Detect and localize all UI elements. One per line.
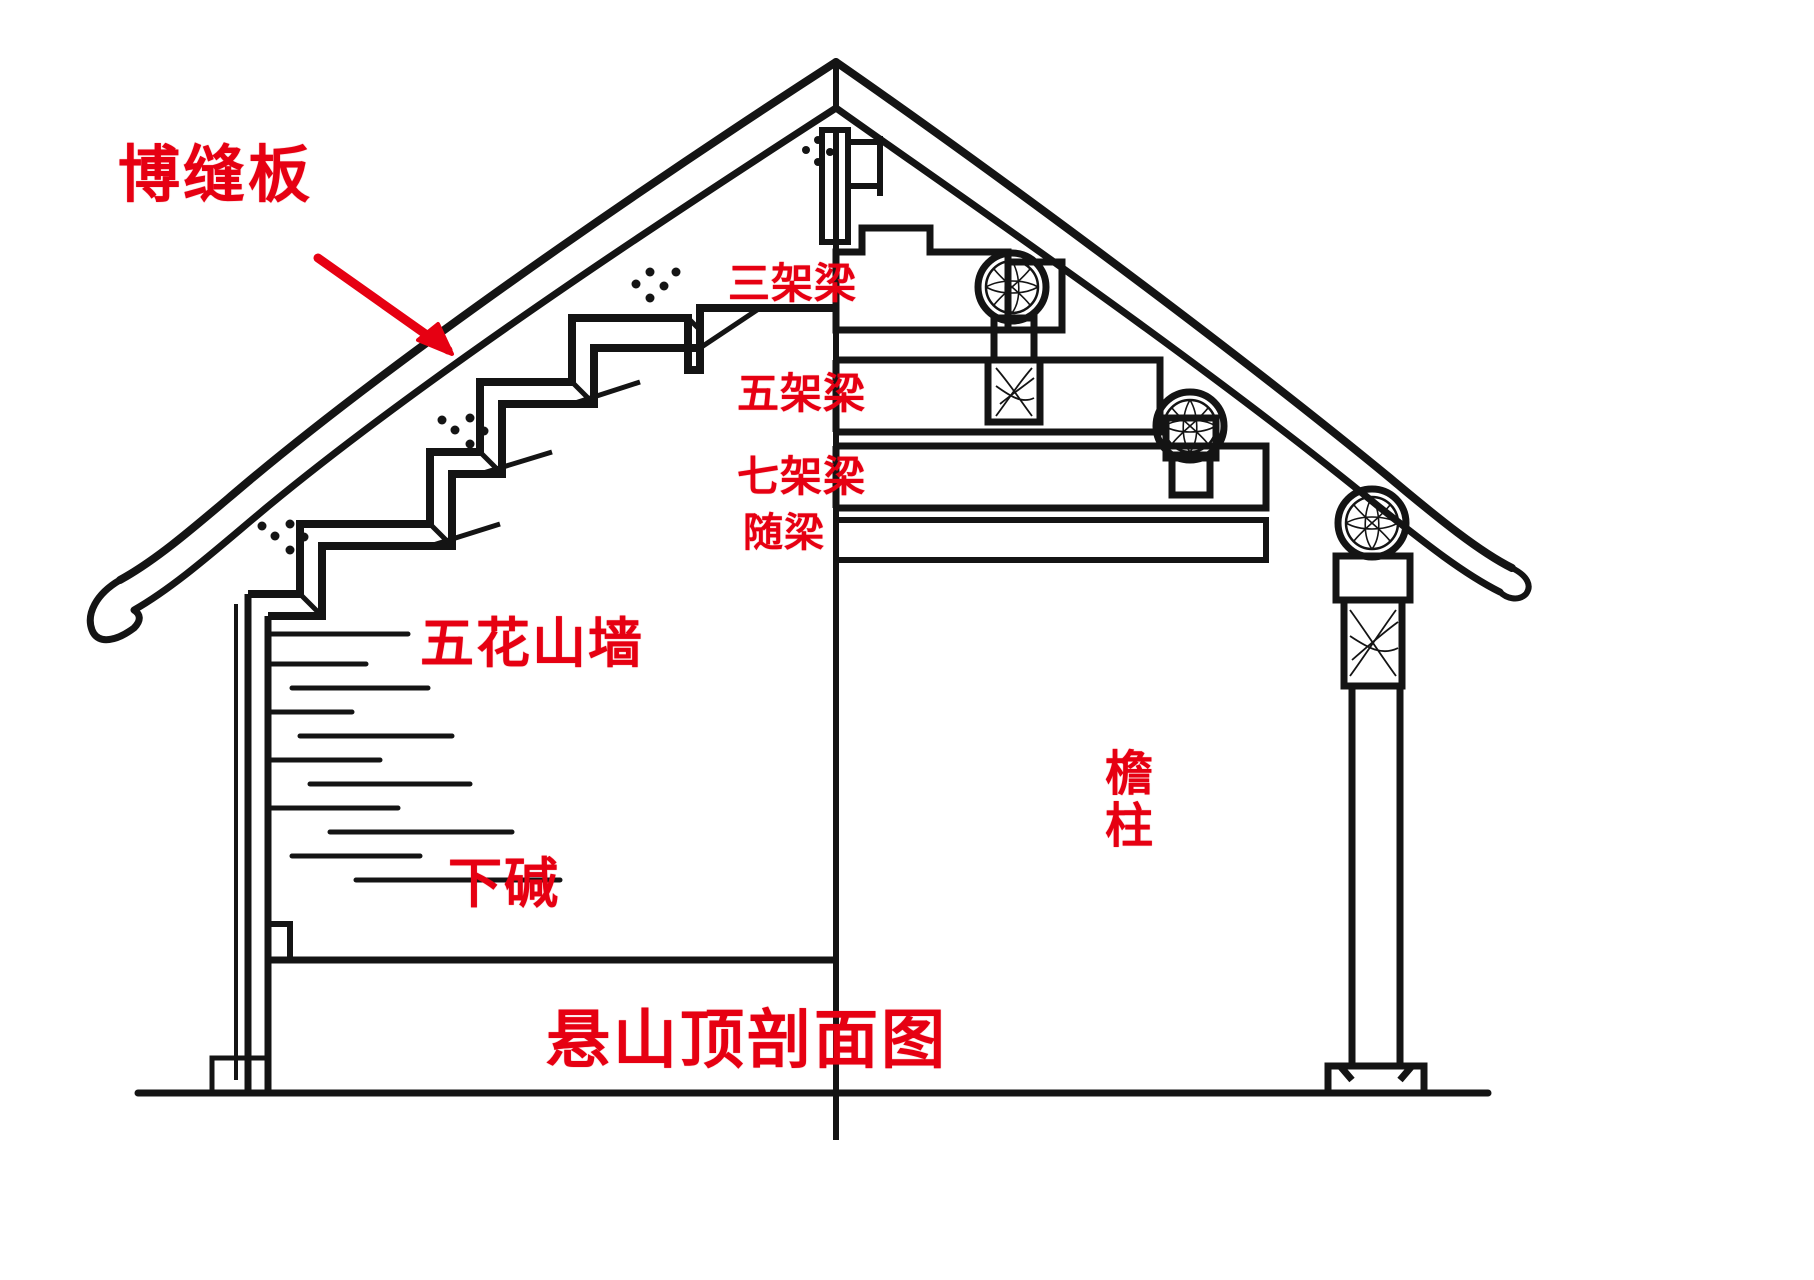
label-wuhuashanqiang: 五花山墙 xyxy=(420,612,644,675)
ridge-framing xyxy=(819,127,883,245)
label-yanzhu: 檐柱 xyxy=(1096,748,1152,852)
roof-assembly xyxy=(86,58,1532,644)
label-bofengban: 博缝板 xyxy=(118,138,314,211)
label-qijialiang: 七架梁 xyxy=(737,452,867,501)
label-sanjialiang: 三架梁 xyxy=(728,259,858,308)
eave-column xyxy=(1324,552,1428,1097)
label-suiliang: 随梁 xyxy=(743,510,825,556)
beam-suiliang xyxy=(833,517,1269,563)
wall-left-edge xyxy=(209,594,272,1096)
wall-top-brace xyxy=(429,305,762,549)
wall-base-band xyxy=(265,921,836,964)
beam-qijialiang xyxy=(832,442,1270,512)
label-wujialiang: 五架梁 xyxy=(737,369,867,418)
wall-face-texture xyxy=(265,631,563,883)
diagram-title: 悬山顶剖面图 xyxy=(546,1004,948,1078)
melon-post-middle xyxy=(1162,414,1220,499)
bofengban-pointer-arrow xyxy=(313,253,454,356)
melon-post-upper xyxy=(984,314,1044,426)
label-xiajian: 下碱 xyxy=(448,852,560,915)
